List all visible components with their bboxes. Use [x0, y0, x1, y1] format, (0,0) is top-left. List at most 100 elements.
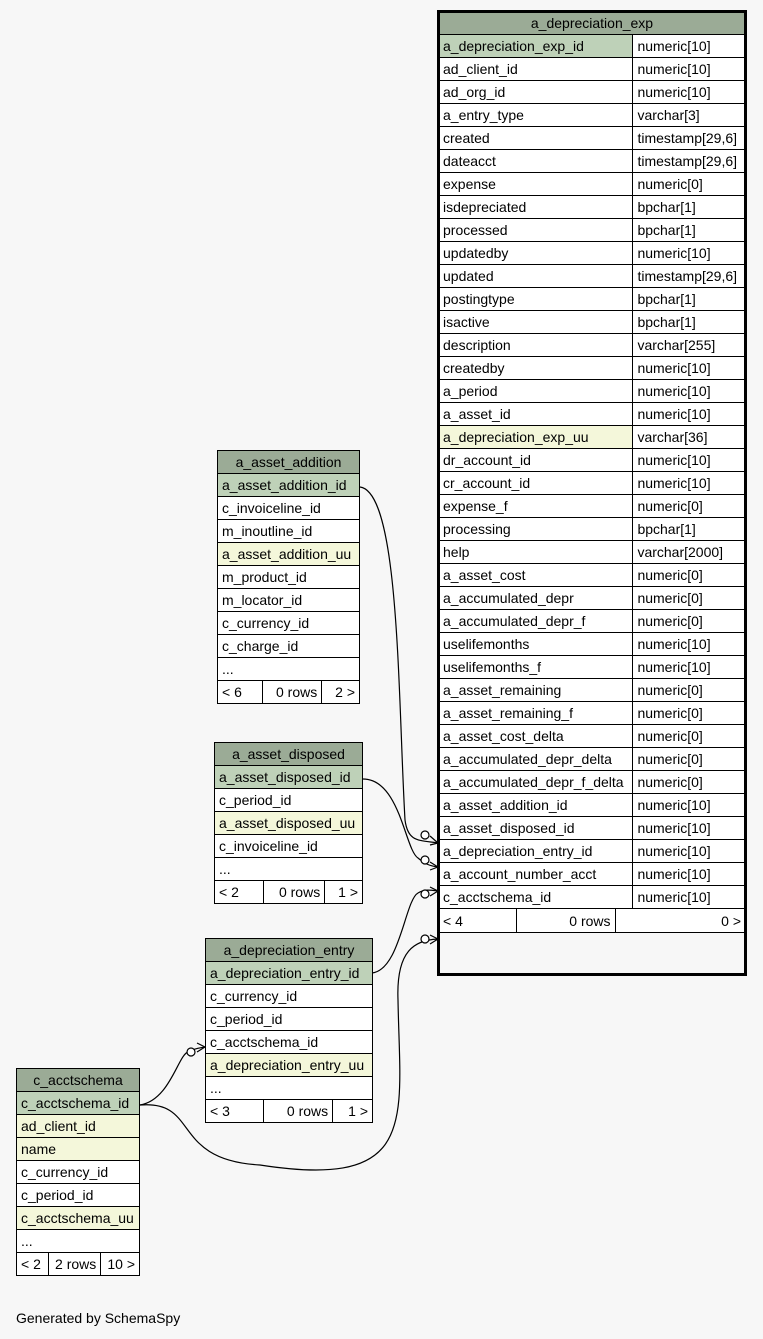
column-row[interactable]: c_currency_id — [205, 984, 373, 1008]
column-name: a_depreciation_entry_id — [437, 839, 634, 863]
column-type: bpchar[1] — [632, 310, 746, 334]
column-row[interactable]: c_invoiceline_id — [214, 834, 363, 858]
edge-depreciation-entry — [371, 889, 439, 974]
column-row[interactable]: a_asset_disposed_uu — [214, 811, 363, 835]
column-row[interactable]: c_acctschema_id — [16, 1091, 140, 1115]
children-link[interactable]: 0 > — [721, 912, 741, 929]
column-type: numeric[0] — [632, 494, 746, 518]
column-row[interactable]: a_asset_addition_id — [217, 473, 360, 497]
children-link[interactable]: 2 > — [321, 680, 360, 704]
table-title: c_acctschema — [16, 1068, 140, 1092]
column-row[interactable]: m_inoutline_id — [217, 519, 360, 543]
column-row[interactable]: m_product_id — [217, 565, 360, 589]
column-row[interactable]: c_period_id — [205, 1007, 373, 1031]
generated-by-label: Generated by SchemaSpy — [16, 1310, 181, 1326]
column-row[interactable]: c_invoiceline_id — [217, 496, 360, 520]
optional-marker — [420, 889, 430, 899]
parents-link[interactable]: < 2 — [214, 880, 264, 904]
column-type: bpchar[1] — [632, 517, 746, 541]
column-row[interactable]: a_depreciation_entry_id — [205, 961, 373, 985]
children-link[interactable]: 10 > — [100, 1252, 140, 1276]
crowfoot-marker — [429, 835, 439, 846]
row-count: 0 rows — [262, 880, 326, 904]
column-name: cr_account_id — [437, 471, 634, 495]
column-row[interactable]: c_currency_id — [217, 611, 360, 635]
column-row[interactable]: c_period_id — [16, 1183, 140, 1207]
parents-link[interactable]: < 6 — [217, 680, 263, 704]
column-row[interactable]: c_currency_id — [16, 1160, 140, 1184]
column-type: timestamp[29,6] — [632, 126, 746, 150]
column-name: updated — [437, 264, 634, 288]
parents-link[interactable]: < 4 — [439, 909, 517, 932]
column-row[interactable]: ... — [16, 1229, 140, 1253]
column-row[interactable]: a_asset_addition_uu — [217, 542, 360, 566]
column-row[interactable]: c_acctschema_id — [205, 1030, 373, 1054]
column-row[interactable]: c_period_id — [214, 788, 363, 812]
column-name: c_invoiceline_id — [217, 496, 360, 520]
parents-link[interactable]: < 3 — [205, 1099, 264, 1123]
column-row[interactable]: name — [16, 1137, 140, 1161]
column-name: ... — [205, 1076, 373, 1100]
column-type: varchar[2000] — [632, 540, 746, 564]
column-row[interactable]: a_depreciation_entry_uu — [205, 1053, 373, 1077]
column-row[interactable]: ... — [205, 1076, 373, 1100]
parents-link[interactable]: < 2 — [16, 1252, 49, 1276]
column-row[interactable]: ... — [214, 857, 363, 881]
column-row[interactable]: a_asset_disposed_id — [214, 765, 363, 789]
column-row[interactable]: ad_client_id — [16, 1114, 140, 1138]
children-link[interactable]: 1 > — [332, 1099, 373, 1123]
column-row[interactable]: ... — [217, 657, 360, 681]
children-link[interactable]: 1 > — [324, 880, 363, 904]
column-name: a_entry_type — [437, 103, 634, 127]
column-row[interactable]: m_locator_id — [217, 588, 360, 612]
column-type: numeric[10] — [632, 241, 746, 265]
column-row[interactable]: c_acctschema_uu — [16, 1206, 140, 1230]
column-row[interactable]: c_charge_id — [217, 634, 360, 658]
